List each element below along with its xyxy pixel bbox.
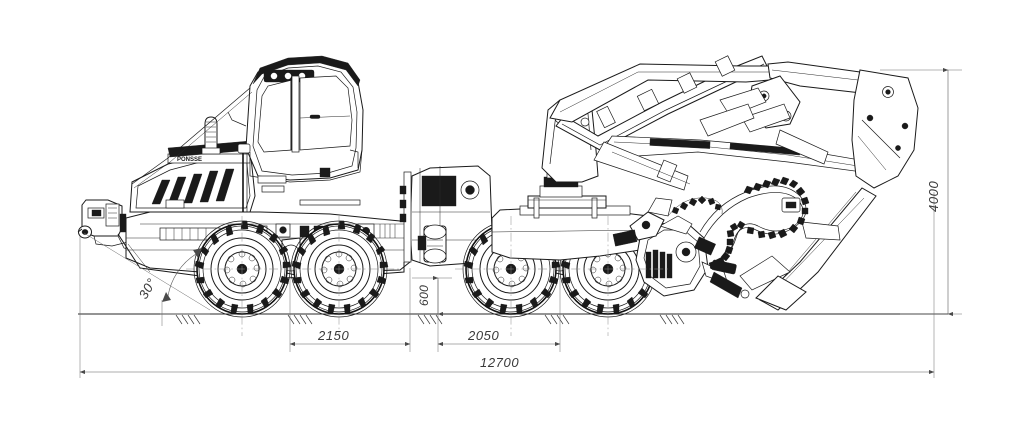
overall-length-label: 12700 (480, 355, 519, 370)
exhaust-stack (201, 116, 221, 155)
hydraulic-hoses (667, 176, 810, 275)
overall-height-dimension: 4000 (880, 67, 962, 317)
engine-hood: PONSSE (129, 140, 256, 213)
crane-main-boom (541, 55, 795, 183)
overall-length-dimension: 12700 (79, 192, 935, 378)
overall-height-label: 4000 (926, 181, 941, 212)
front-bogie-wheelbase-label: 2150 (317, 328, 349, 343)
grapple-tilt-frame (739, 187, 877, 311)
rotator-link (612, 197, 673, 247)
front-bumper (77, 199, 141, 253)
telescopic-extension (603, 135, 863, 173)
articulation-joint (417, 224, 447, 264)
wheelbase-dimension-chain: 2150 2050 (289, 268, 561, 352)
rear-bogie-wheelbase-label: 2050 (467, 328, 499, 343)
ground-clearance-label: 600 (417, 285, 431, 306)
harvester-head (635, 215, 750, 299)
boom-tip-plate (851, 69, 919, 189)
centre-lines (186, 216, 670, 336)
hydraulic-cylinders (593, 103, 829, 191)
hood-logo: PONSSE (177, 157, 202, 163)
operator-cab (131, 55, 364, 193)
cab-handrail (237, 143, 251, 212)
